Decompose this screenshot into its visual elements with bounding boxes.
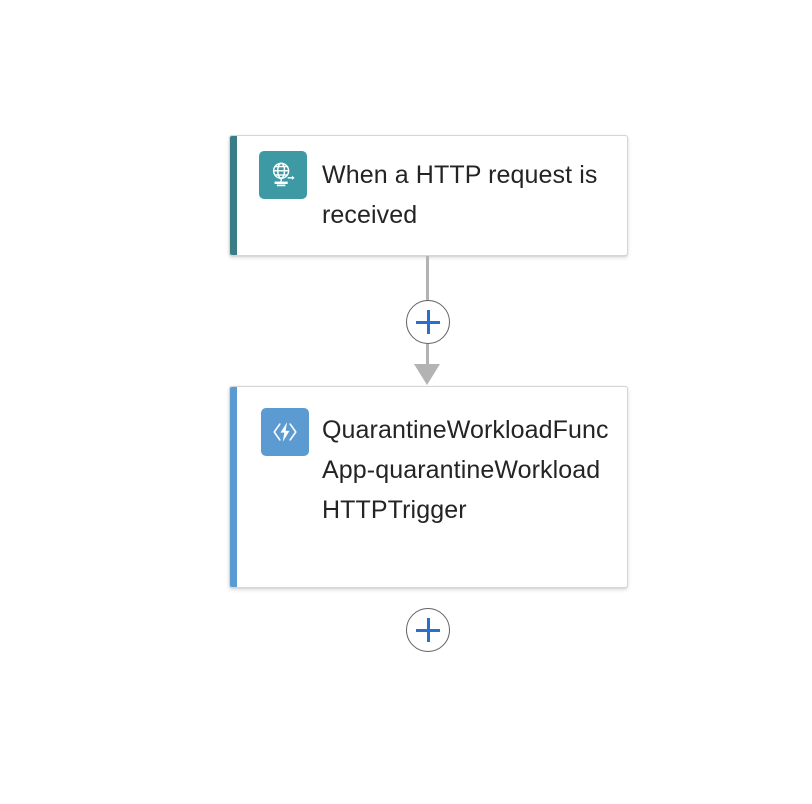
node-accent-bar-action (230, 387, 237, 587)
azure-function-icon (261, 408, 309, 456)
insert-step-button-between[interactable] (406, 300, 450, 344)
plus-icon-vertical-bar (426, 618, 430, 642)
plus-icon-vertical-bar (426, 310, 430, 334)
node-title-trigger: When a HTTP request is received (322, 161, 605, 229)
globe-request-icon (259, 151, 307, 199)
node-accent-bar-trigger (230, 136, 237, 255)
insert-step-button-end[interactable] (406, 608, 450, 652)
connector-line-lower (426, 344, 429, 366)
node-title-action: QuarantineWorkloadFuncApp-quarantineWork… (322, 416, 609, 524)
connector-line-upper (426, 256, 429, 303)
connector-arrowhead-icon (414, 364, 440, 385)
